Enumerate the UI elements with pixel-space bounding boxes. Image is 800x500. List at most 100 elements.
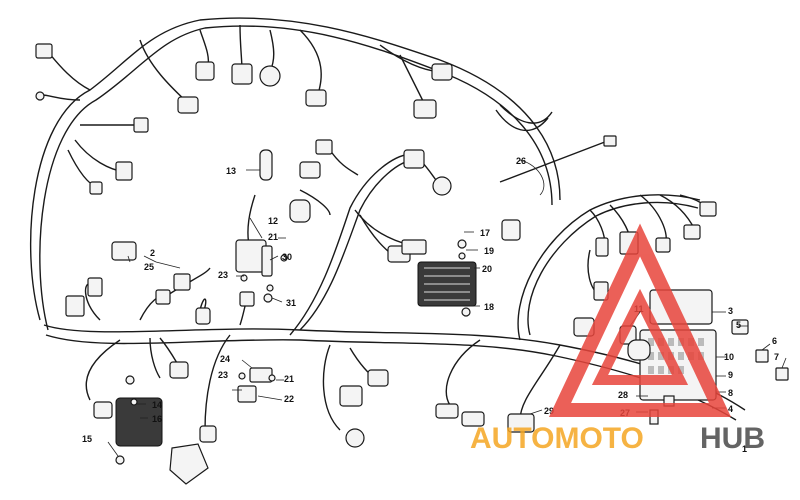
connector-plug bbox=[87, 277, 103, 297]
connector-plug bbox=[655, 237, 671, 253]
connector-plug bbox=[315, 139, 333, 155]
coil-bracket bbox=[261, 245, 273, 277]
connector-plug bbox=[93, 401, 113, 419]
callout-1: 1 bbox=[742, 444, 747, 454]
nut bbox=[240, 274, 248, 282]
connector-plug bbox=[403, 149, 425, 169]
callout-28: 28 bbox=[618, 390, 628, 400]
connector-plug bbox=[237, 385, 257, 403]
connector-plug bbox=[507, 413, 535, 433]
leader-lines bbox=[107, 159, 787, 457]
connector-plug bbox=[65, 295, 85, 317]
callout-29: 29 bbox=[544, 406, 554, 416]
washer bbox=[266, 284, 274, 292]
connector-plug bbox=[199, 425, 217, 443]
connector-plug bbox=[699, 201, 717, 217]
callout-8: 8 bbox=[728, 388, 733, 398]
screw bbox=[268, 374, 276, 382]
relay-small bbox=[249, 367, 273, 383]
connector-plug bbox=[595, 237, 609, 257]
callout-10: 10 bbox=[724, 352, 734, 362]
connector-plug bbox=[173, 273, 191, 291]
connector-plug bbox=[231, 63, 253, 85]
callout-21-lower: 21 bbox=[284, 374, 294, 384]
nut bbox=[238, 372, 246, 380]
sensor-plug bbox=[345, 428, 365, 448]
callout-15: 15 bbox=[82, 434, 92, 444]
connector-plug bbox=[501, 219, 521, 241]
callout-26: 26 bbox=[516, 156, 526, 166]
callout-7: 7 bbox=[774, 352, 779, 362]
connector-plug bbox=[155, 289, 171, 305]
connector-plug bbox=[111, 241, 137, 261]
connector-plug bbox=[431, 63, 453, 81]
callout-12: 12 bbox=[268, 216, 278, 226]
callout-22: 22 bbox=[284, 394, 294, 404]
callout-3: 3 bbox=[728, 306, 733, 316]
callout-18: 18 bbox=[484, 302, 494, 312]
callout-23-upper: 23 bbox=[218, 270, 228, 280]
screw bbox=[280, 254, 288, 262]
connector-plug bbox=[195, 307, 211, 325]
connector-plug bbox=[115, 161, 133, 181]
cable-tie-head bbox=[603, 135, 617, 147]
callout-5: 5 bbox=[736, 320, 741, 330]
callout-4: 4 bbox=[728, 404, 733, 414]
connector-plug bbox=[299, 161, 321, 179]
connector-plug bbox=[305, 89, 327, 107]
connector-plug bbox=[239, 291, 255, 307]
washer bbox=[458, 252, 466, 260]
connector-plug bbox=[133, 117, 149, 133]
callout-9: 9 bbox=[728, 370, 733, 380]
callout-17: 17 bbox=[480, 228, 490, 238]
connector-plug bbox=[683, 224, 701, 240]
watermark-text-hub: HUB bbox=[700, 422, 765, 455]
connector-plug bbox=[461, 411, 485, 427]
callout-13: 13 bbox=[226, 166, 236, 176]
connector-plug bbox=[413, 99, 437, 119]
watermark-text-automoto: AUTOMOTO bbox=[470, 422, 644, 455]
automotohub-watermark: AUTOMOTO HUB bbox=[470, 223, 765, 455]
nut bbox=[115, 455, 125, 465]
connector-plug bbox=[169, 361, 189, 379]
callout-23-lower: 23 bbox=[218, 370, 228, 380]
callout-21-upper: 21 bbox=[268, 232, 278, 242]
callout-31: 31 bbox=[286, 298, 296, 308]
callout-2: 2 bbox=[150, 248, 155, 258]
ecu-module bbox=[115, 397, 163, 447]
mount-bracket bbox=[169, 443, 209, 485]
harness-wires bbox=[29, 17, 746, 431]
callout-labels: 1 2 3 4 5 6 7 8 9 10 11 12 13 14 15 16 1… bbox=[82, 156, 779, 454]
connector-plug bbox=[35, 43, 53, 59]
cable-strap bbox=[495, 104, 553, 132]
screw bbox=[457, 239, 467, 249]
watermark-triangle-logo bbox=[548, 223, 732, 417]
connector-plug bbox=[401, 239, 427, 255]
callout-6: 6 bbox=[772, 336, 777, 346]
sensor-plug bbox=[259, 65, 281, 87]
connector-plug bbox=[435, 403, 459, 419]
callout-30: 30 bbox=[282, 252, 292, 262]
callout-20: 20 bbox=[482, 264, 492, 274]
relay-mini bbox=[755, 349, 769, 363]
connector-plug bbox=[195, 61, 215, 81]
ring-terminal bbox=[125, 375, 135, 385]
connector-plug bbox=[627, 339, 651, 361]
sensor-plug bbox=[432, 176, 452, 196]
connector-plug bbox=[289, 199, 311, 223]
components bbox=[93, 104, 789, 485]
callout-24: 24 bbox=[220, 354, 230, 364]
spark-plug-cap bbox=[259, 149, 273, 181]
screw bbox=[130, 398, 138, 406]
callout-19: 19 bbox=[484, 246, 494, 256]
callout-25: 25 bbox=[144, 262, 154, 272]
relay-cube bbox=[731, 319, 749, 335]
connector-plug bbox=[339, 385, 363, 407]
nut bbox=[263, 293, 273, 303]
ring-terminal bbox=[35, 91, 45, 101]
relay-mini bbox=[775, 367, 789, 381]
callout-14: 14 bbox=[152, 400, 162, 410]
connector-plug bbox=[593, 281, 609, 301]
